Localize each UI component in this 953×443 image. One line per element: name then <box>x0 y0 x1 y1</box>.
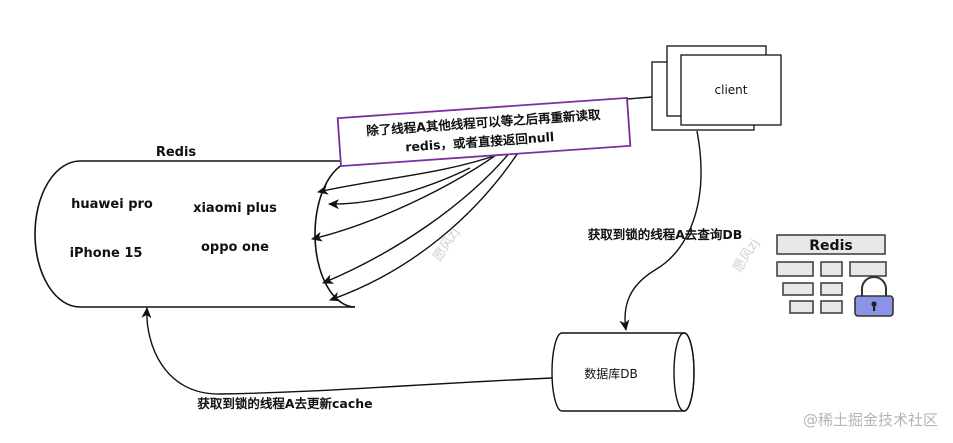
label-client-to-db: 获取到锁的线程A去查询DB <box>588 227 743 242</box>
item-huawei-pro: huawei pro <box>71 197 153 212</box>
client-label: client <box>715 83 748 97</box>
item-oppo-one: oppo one <box>201 240 269 255</box>
watermark-1: 愿风zj <box>431 225 463 264</box>
watermark-2: 愿风zj <box>731 236 763 275</box>
client-node: client <box>651 45 782 131</box>
redis-label: Redis <box>156 145 197 160</box>
item-xiaomi-plus: xiaomi plus <box>193 201 277 216</box>
redis-lock-icon: Redis <box>776 234 894 317</box>
database-label: 数据库DB <box>584 366 637 381</box>
database-cylinder: 数据库DB <box>551 332 695 412</box>
redis-cylinder: Redis huawei pro xiaomi plus iPhone 15 o… <box>34 145 356 308</box>
footer-watermark: @稀土掘金技术社区 <box>803 411 938 429</box>
arrow-client-to-db <box>619 130 702 331</box>
lock-icon-label: Redis <box>809 238 852 254</box>
arrow-db-to-redis <box>141 307 553 395</box>
retry-arrows <box>311 138 528 302</box>
label-db-to-redis: 获取到锁的线程A去更新cache <box>197 396 372 411</box>
note-box: 除了线程A其他线程可以等之后再重新读取 redis，或者直接返回null <box>336 96 632 168</box>
client-note-connector <box>626 96 653 100</box>
item-iphone-15: iPhone 15 <box>70 246 143 261</box>
